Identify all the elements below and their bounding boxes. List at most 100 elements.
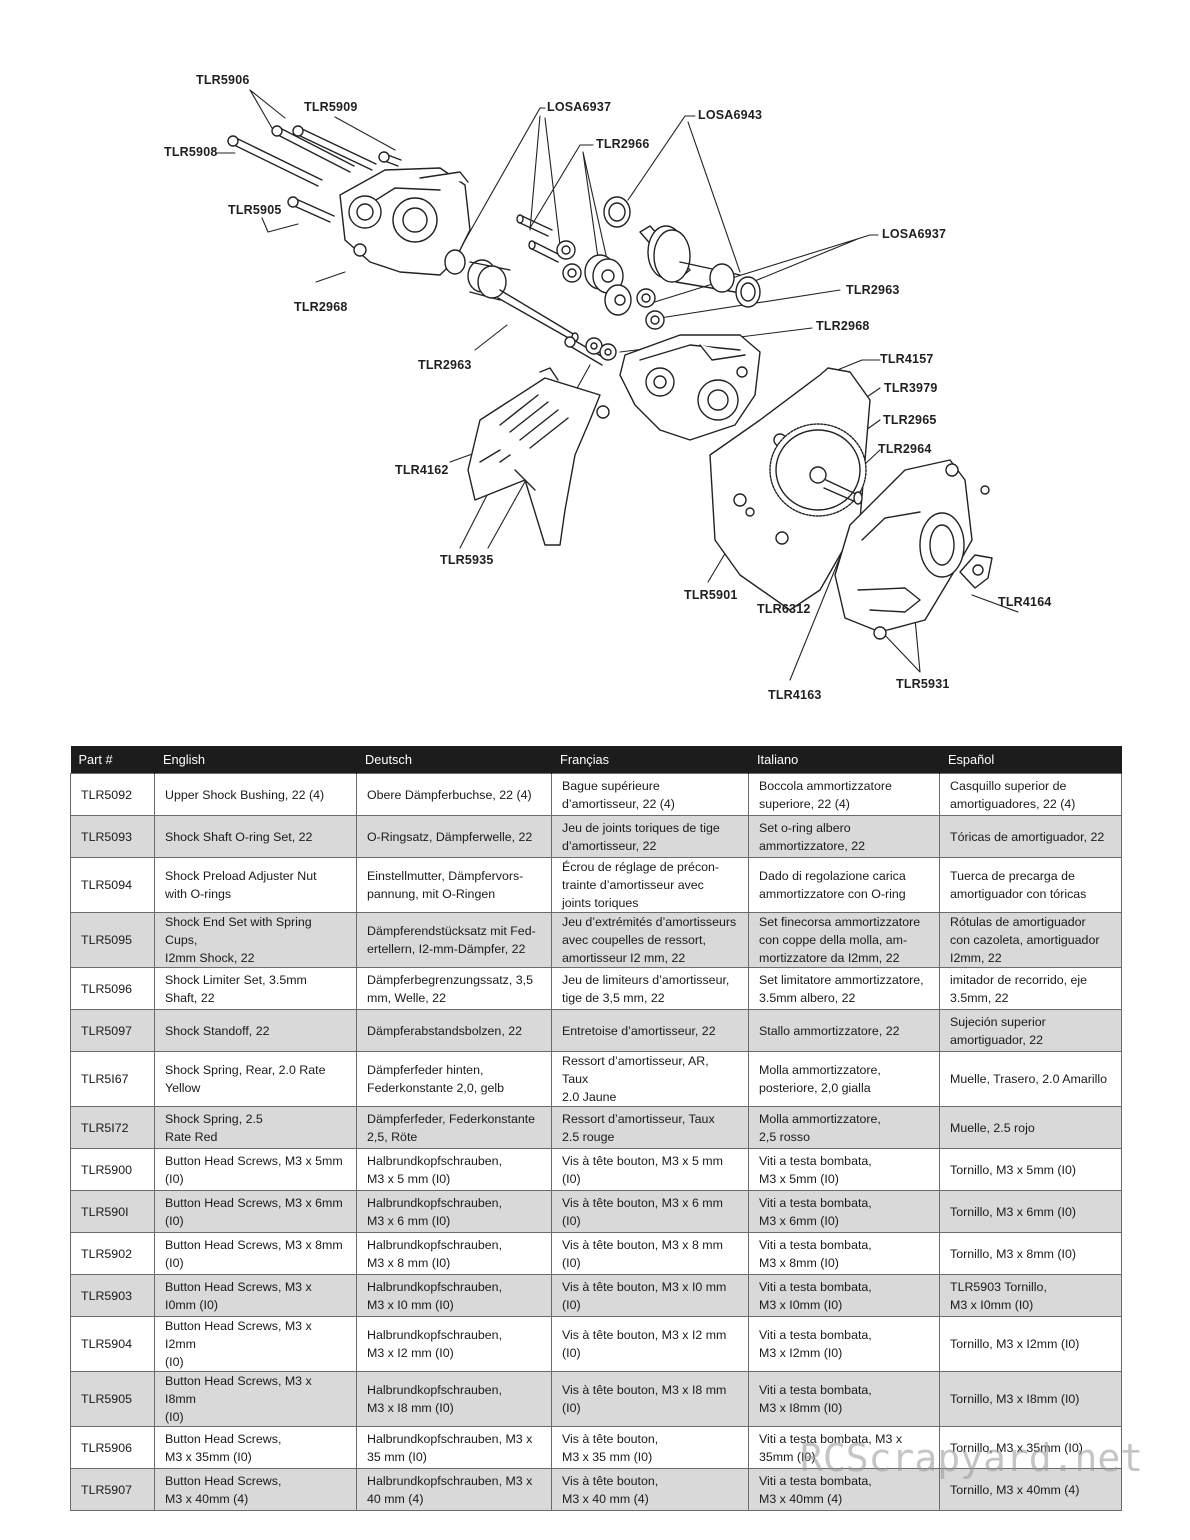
- francais-cell: Entretoise d’amortisseur, 22: [551, 1009, 749, 1052]
- part-number-cell: TLR5906: [70, 1426, 155, 1469]
- english-cell: Button Head Screws, M3 x 5mm (I0): [154, 1148, 357, 1191]
- english-cell: Shock Limiter Set, 3.5mm Shaft, 22: [154, 967, 357, 1010]
- espanol-cell: Tuerca de precarga de amortiguador con t…: [939, 857, 1122, 913]
- deutsch-cell: Dämpferbegrenzungssatz, 3,5 mm, Welle, 2…: [356, 967, 552, 1010]
- espanol-cell: Tornillo, M3 x 35mm (I0): [939, 1426, 1122, 1469]
- part-number-cell: TLR5092: [70, 773, 155, 816]
- francais-cell: Jeu d’extrémités d’amortisseurs avec cou…: [551, 912, 749, 968]
- part-number-cell: TLR5900: [70, 1148, 155, 1191]
- callout-label: TLR4162: [395, 463, 449, 477]
- callout-label: TLR2968: [294, 300, 348, 314]
- italiano-cell: Viti a testa bombata, M3 x I0mm (I0): [748, 1274, 940, 1317]
- english-cell: Shock Preload Adjuster Nut with O-rings: [154, 857, 357, 913]
- part-number-cell: TLR5I67: [70, 1051, 155, 1107]
- english-cell: Button Head Screws, M3 x I0mm (I0): [154, 1274, 357, 1317]
- francais-cell: Jeu de limiteurs d’amortisseur, tige de …: [551, 967, 749, 1010]
- english-cell: Shock Shaft O-ring Set, 22: [154, 815, 357, 858]
- francais-cell: Vis à tête bouton, M3 x I2 mm (I0): [551, 1316, 749, 1372]
- english-cell: Button Head Screws, M3 x 8mm (I0): [154, 1232, 357, 1275]
- english-cell: Button Head Screws, M3 x I8mm (I0): [154, 1371, 357, 1427]
- espanol-cell: Tornillo, M3 x 8mm (I0): [939, 1232, 1122, 1275]
- italiano-cell: Viti a testa bombata, M3 x 5mm (I0): [748, 1148, 940, 1191]
- italiano-cell: Viti a testa bombata, M3 x I8mm (I0): [748, 1371, 940, 1427]
- francais-cell: Ressort d’amortisseur, Taux 2.5 rouge: [551, 1106, 749, 1149]
- english-cell: Button Head Screws, M3 x 6mm (I0): [154, 1190, 357, 1233]
- deutsch-cell: Obere Dämpferbuchse, 22 (4): [356, 773, 552, 816]
- long-screws: [227, 125, 402, 223]
- deutsch-cell: Halbrundkopfschrauben, M3 x I0 mm (I0): [356, 1274, 552, 1317]
- english-cell: Upper Shock Bushing, 22 (4): [154, 773, 357, 816]
- callout-label: TLR5909: [304, 100, 358, 114]
- part-number-cell: TLR5907: [70, 1468, 155, 1511]
- part-number-cell: TLR5I72: [70, 1106, 155, 1149]
- deutsch-cell: Halbrundkopfschrauben, M3 x 35 mm (I0): [356, 1426, 552, 1469]
- cover-clip: [959, 554, 993, 589]
- espanol-cell: Muelle, 2.5 rojo: [939, 1106, 1122, 1149]
- part-number-cell: TLR5903: [70, 1274, 155, 1317]
- callout-label: TLR4157: [880, 352, 934, 366]
- callout-label: TLR6312: [757, 602, 811, 616]
- exploded-parts-diagram: TLR5906 TLR5909 TLR5908 TLR5905 TLR2968 …: [0, 0, 1190, 730]
- italiano-cell: Viti a testa bombata, M3 x I2mm (I0): [748, 1316, 940, 1372]
- callout-label: LOSA6943: [698, 108, 763, 122]
- english-cell: Shock End Set with Spring Cups, I2mm Sho…: [154, 912, 357, 968]
- deutsch-cell: Dämpferendstücksatz mit Fed- ertellern, …: [356, 912, 552, 968]
- francais-cell: Écrou de réglage de précon- trainte d’am…: [551, 857, 749, 913]
- callout-label: LOSA6937: [547, 100, 612, 114]
- callout-label: LOSA6937: [882, 227, 947, 241]
- part-number-cell: TLR5096: [70, 967, 155, 1010]
- column-header-espanol: Español: [939, 746, 1122, 774]
- francais-cell: Vis à tête bouton, M3 x 6 mm (I0): [551, 1190, 749, 1233]
- espanol-cell: Tornillo, M3 x I2mm (I0): [939, 1316, 1122, 1372]
- francais-cell: Vis à tête bouton, M3 x 40 mm (4): [551, 1468, 749, 1511]
- deutsch-cell: Dämpferabstandsbolzen, 22: [356, 1009, 552, 1052]
- italiano-cell: Molla ammortizzatore, 2,5 rosso: [748, 1106, 940, 1149]
- italiano-cell: Viti a testa bombata, M3 x 40mm (4): [748, 1468, 940, 1511]
- francais-cell: Bague supérieure d’amortisseur, 22 (4): [551, 773, 749, 816]
- espanol-cell: Tornillo, M3 x 40mm (4): [939, 1468, 1122, 1511]
- espanol-cell: Tornillo, M3 x I8mm (I0): [939, 1371, 1122, 1427]
- english-cell: Button Head Screws, M3 x I2mm (I0): [154, 1316, 357, 1372]
- table-header-row: Part # English Deutsch Françias Italiano…: [70, 746, 1122, 774]
- italiano-cell: Molla ammortizzatore, posteriore, 2,0 gi…: [748, 1051, 940, 1107]
- part-number-cell: TLR5094: [70, 857, 155, 913]
- english-cell: Shock Spring, Rear, 2.0 Rate Yellow: [154, 1051, 357, 1107]
- diagram-drawing: [216, 89, 1019, 681]
- part-number-cell: TLR5904: [70, 1316, 155, 1372]
- francais-cell: Vis à tête bouton, M3 x I8 mm (I0): [551, 1371, 749, 1427]
- part-number-cell: TLR5093: [70, 815, 155, 858]
- italiano-cell: Set finecorsa ammortizzatore con coppe d…: [748, 912, 940, 968]
- parts-table: Part # English Deutsch Françias Italiano…: [70, 746, 1122, 1511]
- parts-table-container: Part # English Deutsch Françias Italiano…: [70, 746, 1122, 1511]
- deutsch-cell: O-Ringsatz, Dämpferwelle, 22: [356, 815, 552, 858]
- espanol-cell: Tornillo, M3 x 6mm (I0): [939, 1190, 1122, 1233]
- francais-cell: Jeu de joints toriques de tige d’amortis…: [551, 815, 749, 858]
- italiano-cell: Boccola ammortizzatore superiore, 22 (4): [748, 773, 940, 816]
- callout-label: TLR3979: [884, 381, 938, 395]
- column-header-deutsch: Deutsch: [356, 746, 552, 774]
- callout-label: TLR5931: [896, 677, 950, 691]
- right-bearings: [564, 336, 617, 366]
- gear-cover: [834, 459, 990, 640]
- espanol-cell: imitador de recorrido, eje 3.5mm, 22: [939, 967, 1122, 1010]
- part-number-cell: TLR5095: [70, 912, 155, 968]
- callout-label: TLR4163: [768, 688, 822, 702]
- spur-gear: [769, 423, 867, 517]
- gearbox-half-right: [619, 334, 761, 441]
- italiano-cell: Viti a testa bombata, M3 x 8mm (I0): [748, 1232, 940, 1275]
- callout-label: TLR5908: [164, 145, 218, 159]
- callout-label: TLR5906: [196, 73, 250, 87]
- deutsch-cell: Halbrundkopfschrauben, M3 x 40 mm (4): [356, 1468, 552, 1511]
- part-number-cell: TLR590I: [70, 1190, 155, 1233]
- deutsch-cell: Halbrundkopfschrauben, M3 x I8 mm (I0): [356, 1371, 552, 1427]
- english-cell: Button Head Screws, M3 x 35mm (I0): [154, 1426, 357, 1469]
